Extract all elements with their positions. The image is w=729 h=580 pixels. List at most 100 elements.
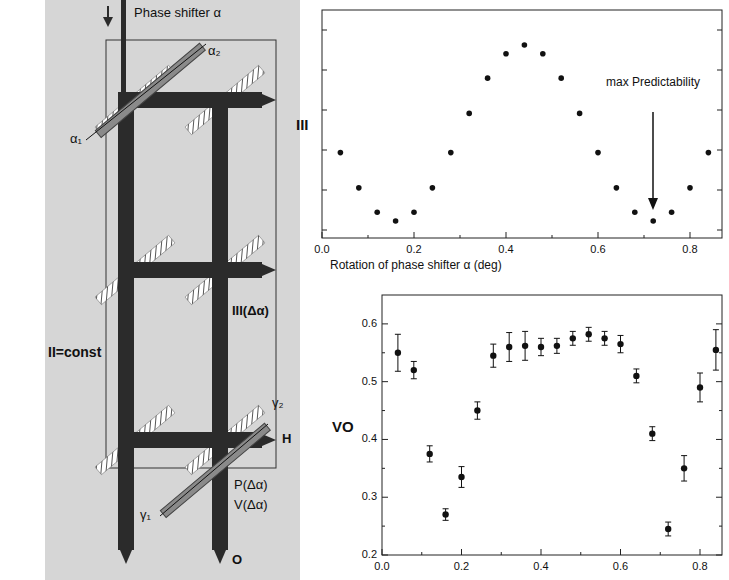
angle-label: γ₁ — [140, 508, 151, 523]
tick-label: 0.2 — [406, 243, 421, 256]
tick-label: 0.3 — [362, 490, 377, 503]
data-point — [649, 430, 655, 436]
angle-label: α₂ — [208, 44, 221, 59]
error-bar — [681, 456, 687, 481]
data-point — [427, 451, 433, 457]
data-point — [601, 335, 607, 341]
data-point — [522, 42, 528, 48]
axis-tick — [322, 232, 323, 238]
axis-tick — [322, 110, 327, 111]
data-point — [697, 384, 703, 390]
tick-label: 0.4 — [533, 560, 548, 573]
axis-tick — [382, 439, 388, 440]
error-bar — [586, 327, 592, 341]
axis-tick — [580, 552, 581, 555]
axis-tick — [598, 232, 599, 238]
axis-tick — [382, 526, 385, 527]
callout-text: max Predictability — [598, 76, 708, 90]
error-bar — [554, 338, 560, 353]
angle-label: α₁ — [70, 132, 82, 147]
right-beam — [212, 92, 228, 550]
axis-tick — [717, 110, 722, 111]
axis-tick — [322, 230, 327, 231]
axis-tick — [717, 190, 722, 191]
axis-tick — [382, 410, 385, 411]
axis-tick — [382, 555, 388, 556]
error-bar — [618, 335, 624, 352]
part-label: Phase shifter α — [134, 6, 221, 21]
data-point — [687, 185, 693, 191]
data-point — [632, 209, 638, 215]
arrow-head — [262, 94, 276, 106]
error-bar — [649, 427, 655, 441]
axis-tick — [690, 232, 691, 238]
axis-tick — [660, 552, 661, 555]
axis-tick — [717, 70, 722, 71]
beam-label: II=const — [48, 344, 101, 360]
tick-label: 0.0 — [314, 243, 329, 256]
data-point — [522, 343, 528, 349]
chart-frame — [382, 295, 722, 555]
beam-label: O — [232, 553, 242, 568]
axis-tick — [700, 549, 701, 555]
tick-label: 0.8 — [692, 560, 707, 573]
axis-tick — [644, 235, 645, 238]
data-point — [474, 407, 480, 413]
axis-tick — [719, 468, 722, 469]
axis-tick — [322, 150, 327, 151]
tick-label: 0.0 — [374, 560, 389, 573]
axis-tick — [414, 232, 415, 238]
axis-title: VO — [332, 418, 354, 435]
error-bar — [474, 402, 480, 419]
error-bar — [665, 522, 671, 536]
error-bar — [506, 333, 512, 362]
tick-label: 0.5 — [362, 375, 377, 388]
data-point — [430, 185, 436, 191]
visibility-points — [395, 327, 719, 536]
tick-label: 0.2 — [454, 560, 469, 573]
data-point — [554, 343, 560, 349]
data-point — [393, 218, 399, 224]
phase-shifter-gamma — [160, 423, 270, 517]
data-point — [442, 511, 448, 517]
data-point — [617, 341, 623, 347]
arrow-shaft — [107, 6, 109, 18]
callout-arrow — [652, 112, 654, 200]
axis-tick — [368, 235, 369, 238]
data-point — [595, 150, 601, 156]
axis-tick — [382, 323, 388, 324]
rotation-line — [86, 44, 206, 140]
data-point — [669, 209, 675, 215]
data-point — [538, 344, 544, 350]
arrow-head — [103, 17, 113, 27]
error-bar — [427, 446, 433, 462]
axis-tick — [716, 555, 722, 556]
data-point — [411, 367, 417, 373]
incoming-beam — [121, 0, 126, 96]
error-bar — [697, 373, 703, 402]
error-bar — [459, 467, 465, 488]
data-point — [485, 75, 491, 81]
data-point — [356, 185, 362, 191]
axis-tick — [382, 352, 385, 353]
panel-ground — [45, 0, 300, 580]
axis-tick — [719, 352, 722, 353]
tick-label: 0.4 — [498, 243, 513, 256]
data-point — [411, 209, 417, 215]
angle-label: γ₂ — [272, 396, 284, 411]
error-bar — [713, 330, 719, 370]
data-point — [338, 150, 344, 156]
quantity-label: V(Δα) — [234, 498, 268, 513]
rotation-line — [160, 424, 268, 516]
data-point — [665, 526, 671, 532]
axis-tick — [719, 526, 722, 527]
data-point — [395, 350, 401, 356]
chart-frame — [322, 10, 722, 238]
data-point — [706, 150, 712, 156]
error-bar — [570, 331, 576, 345]
error-bar — [522, 331, 528, 360]
axis-tick — [717, 150, 722, 151]
data-point — [577, 111, 583, 117]
intensity-points — [338, 42, 712, 224]
